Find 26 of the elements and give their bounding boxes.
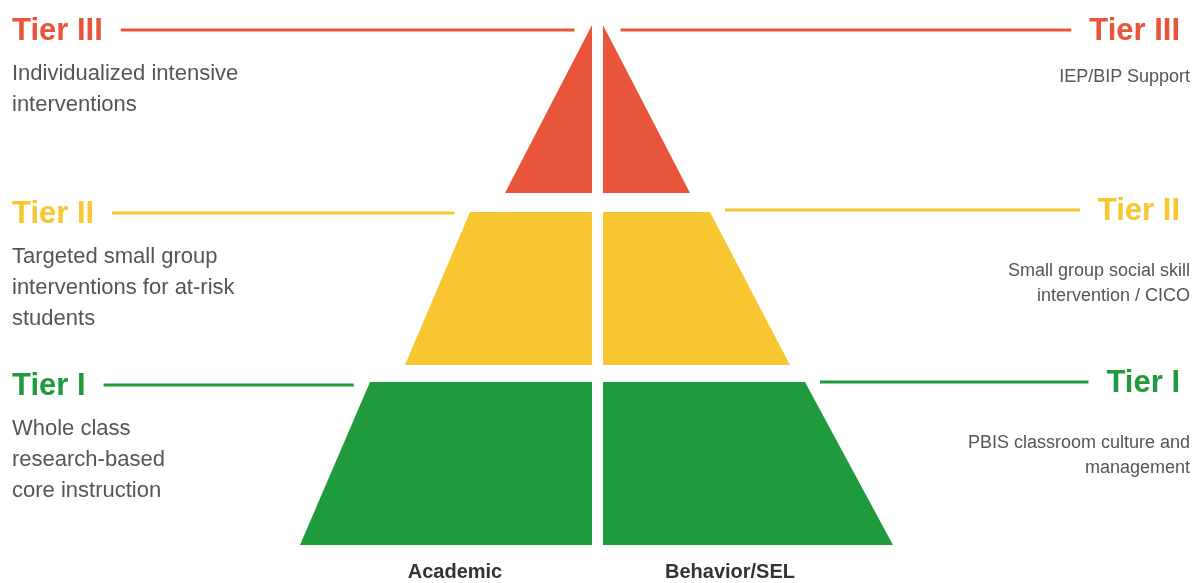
- tier-heading: Tier I: [1106, 364, 1180, 400]
- column-label: Behavior/SEL: [665, 560, 795, 583]
- tier-heading: Tier III: [1089, 12, 1180, 48]
- tier-heading: Tier I: [12, 367, 86, 403]
- pyramid-section: [300, 382, 592, 545]
- pyramid-section: [603, 25, 690, 193]
- tier-heading: Tier II: [1097, 192, 1180, 228]
- column-label: Academic: [407, 560, 503, 583]
- leader-line: [820, 380, 1089, 384]
- tier-description: Targeted small group interventions for at-risk students: [12, 242, 236, 332]
- tier-description: PBIS classroom culture and management: [966, 431, 1190, 479]
- leader-line: [120, 28, 575, 32]
- tier-description: Whole class research-based core instruction: [12, 414, 166, 504]
- leader-line: [103, 383, 354, 387]
- tier-description: Small group social skill intervention / CICO: [1006, 259, 1190, 307]
- tier-heading: Tier III: [12, 12, 103, 48]
- pyramid-section: [505, 25, 592, 193]
- pyramid-section: [603, 212, 790, 365]
- tier-description: IEP/BIP Support: [1058, 65, 1190, 88]
- leader-line: [620, 28, 1072, 32]
- tier-description: Individualized intensive interventions: [12, 59, 240, 118]
- leader-line: [725, 208, 1080, 212]
- leader-line: [112, 211, 455, 215]
- pyramid-section: [603, 382, 893, 545]
- pyramid-section: [405, 212, 592, 365]
- tier-heading: Tier II: [12, 195, 95, 231]
